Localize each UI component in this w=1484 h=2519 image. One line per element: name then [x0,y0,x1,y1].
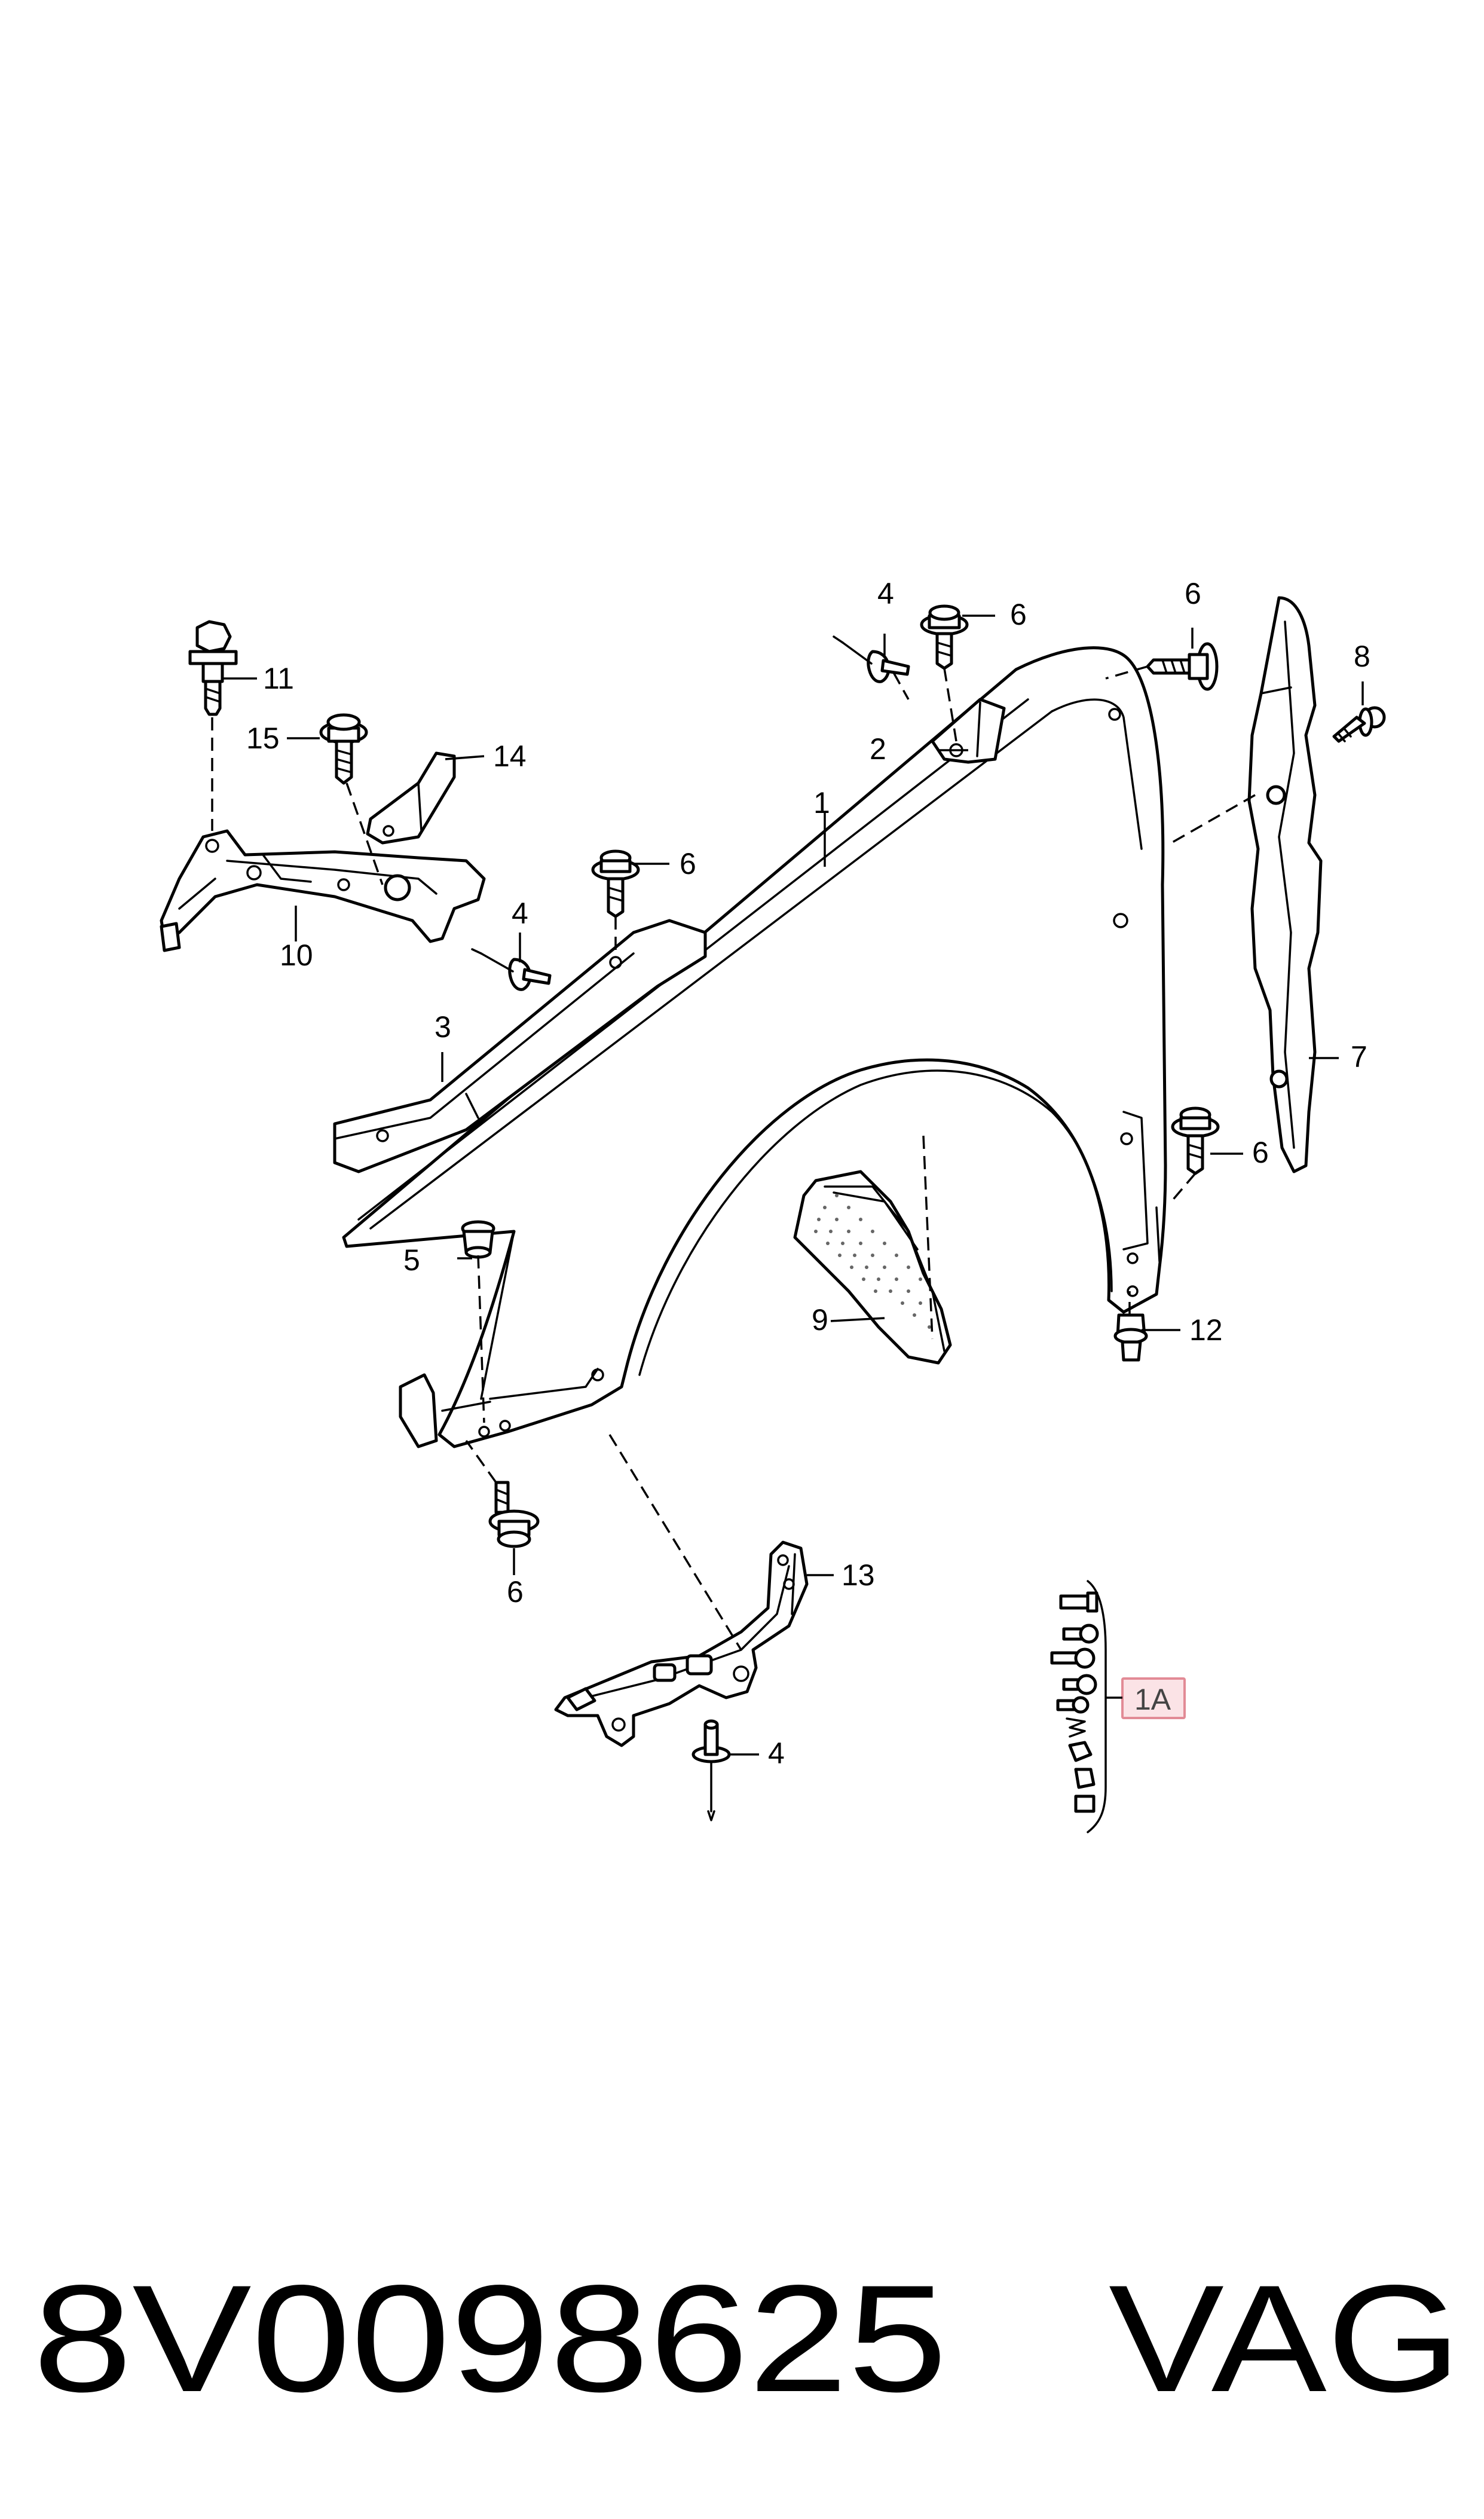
bolt-6-center [591,849,640,918]
callout-13: 13 [842,1558,875,1592]
part-number: 8V0098625 [33,2254,947,2424]
callout-2: 2 [870,732,886,766]
brand-name: VAG [1109,2254,1461,2424]
callout-5: 5 [403,1243,420,1277]
callout-15: 15 [246,722,280,755]
nut-5 [461,1220,495,1259]
callout-11: 11 [263,662,294,695]
fender-panel [342,646,1167,1448]
screw-6-right [1146,642,1219,691]
alignment-lines [211,665,1256,1650]
bracket-10 [160,829,486,952]
bolt-6-lower [488,1481,540,1548]
bracket-2 [931,698,1006,764]
callout-labels: 1 2 3 4 4 4 5 6 6 6 6 6 7 8 9 10 11 12 1… [246,577,1370,1770]
callout-4-bottom: 4 [768,1737,785,1770]
callout-6-right: 6 [1185,577,1201,610]
callout-6-lower-left: 6 [507,1575,524,1609]
bracket-3 [333,919,707,1173]
callout-9: 9 [812,1303,828,1337]
callout-14: 14 [493,739,527,773]
callout-1A: 1A [1134,1683,1171,1716]
footer: 8V0098625 VAG [33,2254,1461,2424]
callout-6-lower-right: 6 [1252,1136,1269,1169]
bolt-15 [319,713,368,785]
kit-1A-fasteners [1050,1580,1186,1833]
callout-3: 3 [435,1010,451,1044]
seal-7 [1247,596,1323,1173]
rivet-4-top [833,635,910,683]
nut-12 [1113,1313,1148,1362]
callout-1: 1 [813,786,830,820]
callout-4-top: 4 [877,577,894,610]
rivet-4-bottom [691,1719,731,1821]
callout-12: 12 [1189,1313,1223,1347]
liner-9 [793,1170,952,1365]
screw-8 [1332,706,1386,743]
bracket-13 [554,1540,809,1747]
callout-7: 7 [1351,1040,1367,1074]
rivet-4-center [471,948,552,991]
callout-10: 10 [280,938,313,972]
callout-4-center: 4 [512,897,528,930]
bolt-11 [188,620,238,716]
bracket-14 [366,751,456,845]
bolt-6-top [920,604,969,670]
callout-6-center: 6 [680,847,696,881]
callout-8: 8 [1354,640,1370,673]
leader-lines [221,615,1364,1756]
bolt-6-right [1171,1106,1220,1175]
callout-6-top: 6 [1010,598,1027,631]
